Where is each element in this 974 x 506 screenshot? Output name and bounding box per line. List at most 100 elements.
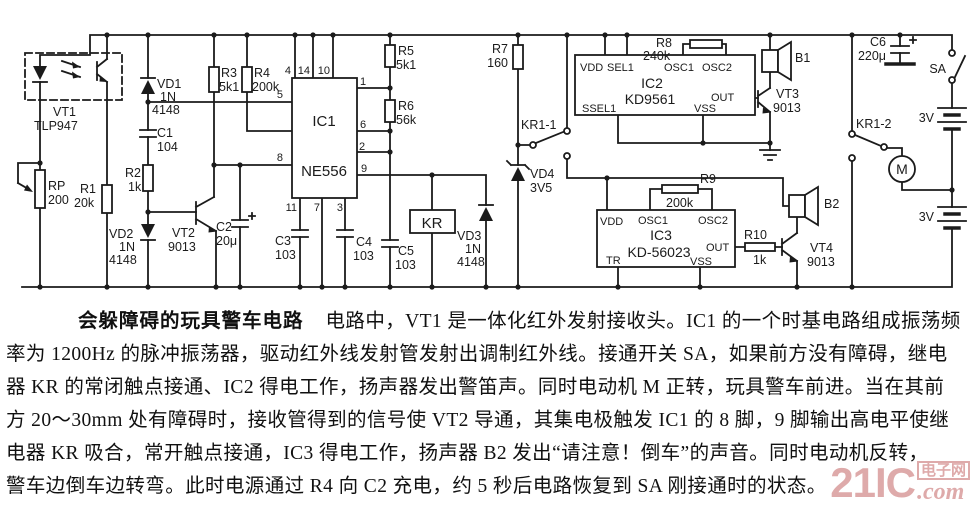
description-line-4: 方 20～30mm 处有障碍时，接收管得到的信号使 VT2 导通，其集电极触发 …	[6, 410, 950, 431]
label-c1-ref: C1	[157, 126, 173, 140]
label-ic2-pin-ssel1: SSEL1	[582, 103, 616, 115]
r4-resistor-symbol	[241, 66, 253, 93]
c6-capacitor-symbol	[890, 36, 917, 54]
label-sa-label: SA	[929, 62, 946, 76]
watermark-com-text: .com	[916, 479, 965, 505]
label-r6-val: 56k	[396, 113, 417, 127]
description-line-6: 警车边倒车边转弯。此时电源通过 R4 向 C2 充电，约 5 秒后电路恢复到 S…	[6, 476, 827, 497]
label-r7-val: 160	[487, 56, 508, 70]
label-c2-val: 20μ	[216, 234, 237, 248]
junction-dots	[37, 32, 955, 290]
label-r5-val: 5k1	[396, 58, 416, 72]
vt2-transistor-symbol	[194, 195, 218, 233]
kr-relay-coil-box	[409, 209, 456, 234]
description-line-2: 率为 1200Hz 的脉冲振荡器，驱动红外线发射管发射出调制红外线。接通开关 S…	[6, 344, 948, 365]
label-c4-ref: C4	[356, 235, 372, 249]
label-ic1-pin8: 8	[277, 152, 283, 164]
label-vt4-ref: VT4	[810, 241, 833, 255]
label-vt4-val: 9013	[807, 255, 835, 269]
label-kr1-2-label: KR1-2	[856, 117, 891, 131]
label-r3-val: 5k1	[219, 80, 239, 94]
battery1-symbol	[937, 107, 967, 131]
r9-resistor-symbol	[661, 184, 699, 194]
label-c5-ref: C5	[398, 244, 414, 258]
label-r1-val: 20k	[74, 196, 95, 210]
label-vd2-val1: 1N	[119, 240, 135, 254]
label-r4-val: 200k	[252, 80, 280, 94]
c1-capacitor-symbol	[139, 129, 157, 138]
b1-speaker-symbol	[761, 40, 792, 82]
label-vt1-part: TLP947	[34, 119, 78, 133]
vt3-ground-icon	[759, 149, 781, 161]
label-b1-label: B1	[795, 51, 810, 65]
vd2-diode-symbol	[140, 224, 156, 241]
label-vt3-val: 9013	[773, 101, 801, 115]
label-kr1-1-label: KR1-1	[521, 118, 556, 132]
circuit-wires	[17, 34, 953, 288]
label-ic1-pin3: 3	[337, 202, 343, 214]
c3-capacitor-symbol	[291, 229, 309, 238]
label-ic3-pin-tr: TR	[606, 255, 621, 267]
label-vd1-val1: 1N	[160, 90, 176, 104]
r10-resistor-symbol	[744, 242, 776, 252]
label-r4-ref: R4	[254, 66, 270, 80]
label-ic3-pin-out: OUT	[706, 242, 730, 254]
rp-wiper-arrow-icon	[16, 181, 33, 192]
c2-capacitor-symbol	[231, 212, 256, 228]
watermark-21ic-text: 21IC	[830, 459, 916, 506]
label-ic1-pin4: 4	[285, 65, 291, 77]
label-ic3-pin-vdd: VDD	[600, 216, 623, 228]
label-r3-ref: R3	[221, 66, 237, 80]
label-r2-ref: R2	[125, 166, 141, 180]
label-r8-ref: R8	[656, 36, 672, 50]
label-r9-ref: R9	[700, 172, 716, 186]
description-line-1: 会躲障碍的玩具警车电路电路中，VT1 是一体化红外发射接收头。IC1 的一个时基…	[6, 305, 968, 338]
watermark-right-block: 电子网 .com	[916, 461, 970, 505]
label-c6-ref: C6	[870, 35, 886, 49]
label-vd2-ref: VD2	[109, 227, 133, 241]
label-ic3-part: KD-56023	[627, 244, 690, 260]
watermark-21ic-logo: 21IC 电子网 .com	[830, 461, 970, 504]
label-ic1-pin6: 6	[360, 119, 366, 131]
label-rp-val: 200	[48, 193, 69, 207]
label-ic1-pin1: 1	[360, 76, 366, 88]
label-r8-val: 240k	[643, 49, 671, 63]
label-vd3-ref: VD3	[457, 229, 481, 243]
label-ic2-pin-osc1: OSC1	[664, 62, 694, 74]
ir-phototransistor-symbol	[95, 57, 109, 84]
label-r5-ref: R5	[398, 44, 414, 58]
description-text: 会躲障碍的玩具警车电路电路中，VT1 是一体化红外发射接收头。IC1 的一个时基…	[0, 301, 974, 503]
label-kr-label: KR	[422, 215, 443, 232]
description-line-5: 电器 KR 吸合，常开触点接通，IC3 得电工作，扬声器 B2 发出“请注意！倒…	[6, 443, 929, 464]
label-r2-val: 1k	[128, 180, 142, 194]
label-vd4-val: 3V5	[530, 181, 552, 195]
capacitor-symbols	[139, 36, 917, 248]
label-c5-val: 103	[395, 258, 416, 272]
label-bat2-label: 3V	[919, 210, 935, 224]
kr1-2-contact-symbol	[848, 130, 888, 162]
label-ic1-name: IC1	[312, 113, 335, 130]
ir-led-symbol	[32, 66, 48, 83]
description-line-3: 器 KR 的常闭触点接通、IC2 得电工作，扬声器发出警笛声。同时电动机 M 正…	[6, 377, 945, 398]
label-ic2-pin-osc2: OSC2	[702, 62, 732, 74]
r5-resistor-symbol	[384, 44, 396, 68]
label-c4-val: 103	[353, 249, 374, 263]
label-ic3-pin-osc1: OSC1	[638, 215, 668, 227]
label-ic1-part: NE556	[301, 163, 347, 180]
label-vd2-val2: 4148	[109, 253, 137, 267]
label-c6-val: 220μ	[858, 49, 886, 63]
b2-speaker-symbol	[788, 185, 819, 227]
label-ic1-pin14: 14	[298, 65, 310, 77]
label-ic3-pin-osc2: OSC2	[698, 215, 728, 227]
r6-resistor-symbol	[384, 99, 396, 123]
label-vd3-val2: 4148	[457, 255, 485, 269]
label-ic1-pin11: 11	[286, 202, 297, 214]
rp-potentiometer-symbol	[34, 169, 46, 209]
label-c3-val: 103	[275, 248, 296, 262]
label-ic1-pin5: 5	[277, 89, 283, 101]
label-r9-val: 200k	[666, 196, 694, 210]
label-r1-ref: R1	[80, 182, 96, 196]
r7-resistor-symbol	[512, 44, 524, 70]
ic1-box	[291, 77, 358, 199]
